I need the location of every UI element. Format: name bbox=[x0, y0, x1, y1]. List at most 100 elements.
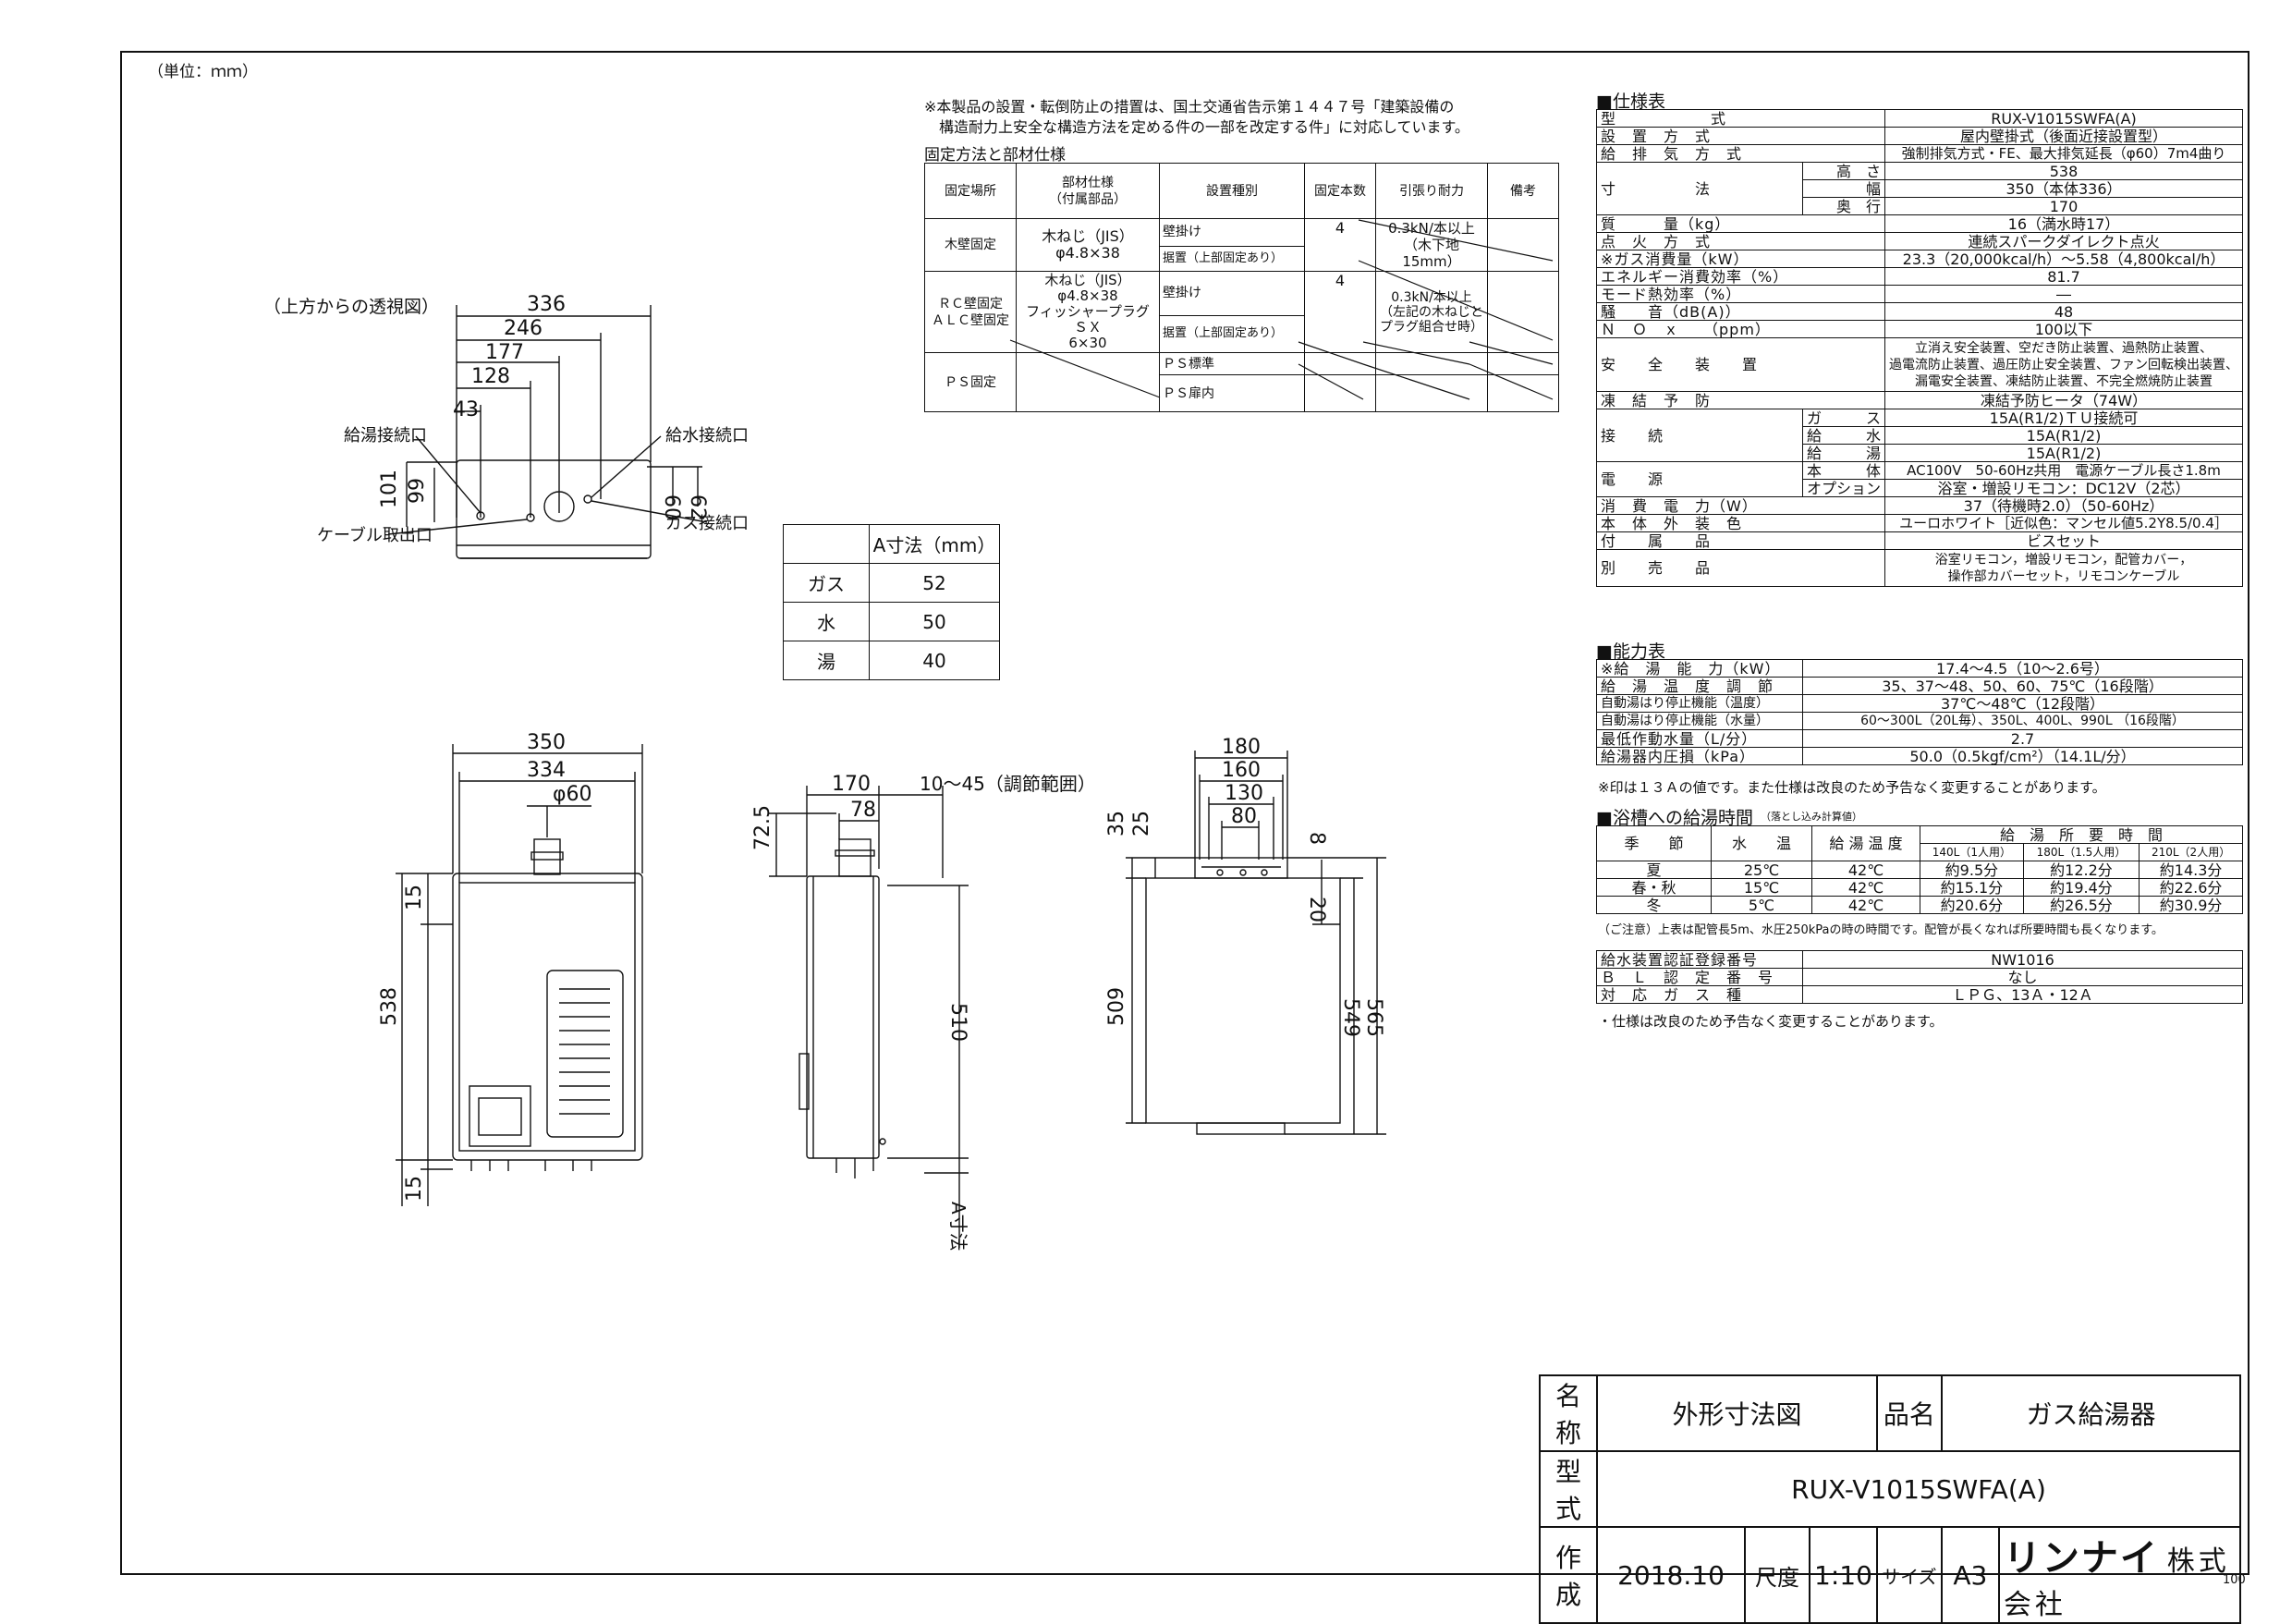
spec-exterior: ユーロホワイト［近似色：マンセル値5.2Y8.5/0.4］ bbox=[1884, 514, 2243, 532]
cap-label-2: 自動湯はり停止機能（温度） bbox=[1596, 694, 1803, 713]
cap-label-0: ※給 湯 能 力（kW） bbox=[1596, 659, 1803, 678]
spec-safety: 立消え安全装置、空だき防止装置、過熱防止装置、 過電流防止装置、過圧防止安全装置… bbox=[1884, 337, 2243, 392]
top-dim-101: 101 bbox=[378, 470, 401, 508]
maker-logo: リンナイ bbox=[2003, 1537, 2159, 1580]
fix-h-note: 備考 bbox=[1487, 163, 1559, 219]
bath-r1-season: 春・秋 bbox=[1596, 878, 1712, 897]
spec-mode-eff-label: モード熱効率（%） bbox=[1595, 285, 1886, 303]
spec-height: 538 bbox=[1884, 162, 2243, 180]
bath-r1-hot: 42℃ bbox=[1811, 878, 1920, 897]
fixing-table: 固定場所 部材仕様 （付属部品） 設置種別 固定本数 引張り耐力 備考 木壁固定… bbox=[924, 163, 1559, 412]
spec-nox: 100以下 bbox=[1884, 320, 2243, 338]
side-dim-170: 170 bbox=[832, 773, 871, 796]
top-dim-128: 128 bbox=[471, 365, 510, 388]
spec-exhaust-label: 給 排 気 方 式 bbox=[1595, 144, 1886, 163]
bath-sh-210: 210L（2人用） bbox=[2139, 843, 2243, 861]
spec-energy-eff: 81.7 bbox=[1884, 267, 2243, 286]
cap-label-1: 給 湯 温 度 調 節 bbox=[1596, 677, 1803, 695]
cap-value-5: 50.0（0.5kgf/cm²）（14.1L/分） bbox=[1802, 747, 2243, 765]
cap-value-4: 2.7 bbox=[1802, 729, 2243, 748]
notice-line2: 構造耐力上安全な構造方法を定める件の一部を改定する件」に対応しています。 bbox=[939, 118, 1469, 136]
fix-wood-place: 木壁固定 bbox=[924, 218, 1017, 272]
label-gas-inlet: ガス接続口 bbox=[665, 514, 749, 533]
spec-title: ■仕様表 bbox=[1596, 92, 1665, 112]
back-dim-180: 180 bbox=[1222, 736, 1261, 759]
fix-rc-count: 4 bbox=[1304, 271, 1376, 353]
bath-r2-season: 冬 bbox=[1596, 896, 1712, 914]
top-dim-99: 99 bbox=[406, 478, 429, 504]
bath-r0-t140: 約9.5分 bbox=[1920, 861, 2024, 879]
bath-sh-140: 140L（1人用） bbox=[1920, 843, 2024, 861]
top-dim-43: 43 bbox=[453, 398, 479, 421]
tb-product-label: 品名 bbox=[1875, 1374, 1943, 1452]
bath-r1-water: 15℃ bbox=[1711, 878, 1812, 897]
spec-consumption-label: 消 費 電 力（W） bbox=[1595, 496, 1886, 515]
cert-note: ・仕様は改良のため予告なく変更することがあります。 bbox=[1598, 1013, 1944, 1030]
side-view bbox=[769, 786, 969, 1248]
fix-h-place: 固定場所 bbox=[924, 163, 1017, 219]
bath-h-time: 給 湯 所 要 時 間 bbox=[1920, 825, 2243, 844]
tb-made: 2018.10 bbox=[1596, 1526, 1746, 1624]
adim-gas-label: ガス bbox=[783, 563, 870, 603]
tb-scale-label: 尺度 bbox=[1744, 1526, 1810, 1624]
adim-hot-label: 湯 bbox=[783, 641, 870, 680]
tb-maker: リンナイ 株式会社 bbox=[1997, 1526, 2242, 1624]
spec-exterior-label: 本 体 外 装 色 bbox=[1595, 514, 1886, 532]
spec-sold-sep-label: 別 売 品 bbox=[1595, 549, 1886, 587]
adim-hot-value: 40 bbox=[869, 641, 1000, 680]
fix-wood-note bbox=[1487, 218, 1559, 272]
fixing-title: 固定方法と部材仕様 bbox=[924, 146, 1066, 165]
maker-suffix: 株式会社 bbox=[2003, 1545, 2230, 1621]
spec-accessory-label: 付 属 品 bbox=[1595, 531, 1886, 550]
cert-label-1: Ｂ Ｌ 認 定 番 号 bbox=[1596, 968, 1803, 986]
fix-h-part: 部材仕様 （付属部品） bbox=[1016, 163, 1160, 219]
spec-exhaust: 強制排気方式・FE、最大排気延長（φ60）7m4曲り bbox=[1884, 144, 2243, 163]
top-dim-177: 177 bbox=[485, 341, 524, 364]
fix-h-type: 設置種別 bbox=[1159, 163, 1305, 219]
fix-ps-note2 bbox=[1487, 374, 1559, 412]
drawing-frame bbox=[120, 51, 2249, 1575]
bath-r2-t210: 約30.9分 bbox=[2139, 896, 2243, 914]
back-dim-8: 8 bbox=[1305, 832, 1328, 845]
side-dim-72-5: 72.5 bbox=[751, 805, 774, 850]
fix-ps-type2: ＰＳ扉内 bbox=[1159, 374, 1305, 412]
top-dim-62: 62 bbox=[686, 495, 709, 520]
tb-name-label: 名称 bbox=[1539, 1374, 1598, 1452]
spec-noise: 48 bbox=[1884, 302, 2243, 321]
label-water-inlet: 給水接続口 bbox=[665, 426, 749, 446]
spec-noise-label: 騒 音（dB(A)） bbox=[1595, 302, 1886, 321]
spec-install: 屋内壁掛式（後面近接設置型） bbox=[1884, 127, 2243, 145]
spec-conn-gas: 15A(R1/2)ＴＵ接続可 bbox=[1884, 409, 2243, 427]
bath-h-hot: 給 湯 温 度 bbox=[1811, 825, 1920, 861]
back-view bbox=[1126, 751, 1386, 1135]
fix-ps-count2 bbox=[1304, 374, 1376, 412]
bath-sh-180: 180L（1.5人用） bbox=[2022, 843, 2140, 861]
spec-mode-eff: ― bbox=[1884, 285, 2243, 303]
cert-label-0: 給水装置認証登録番号 bbox=[1596, 950, 1803, 969]
spec-gas-cons: 23.3（20,000kcal/h）～5.58（4,800kcal/h） bbox=[1884, 250, 2243, 268]
bath-r2-hot: 42℃ bbox=[1811, 896, 1920, 914]
spec-accessory: ビスセット bbox=[1884, 531, 2243, 550]
front-dim-538: 538 bbox=[378, 987, 401, 1026]
tb-model-label: 型式 bbox=[1539, 1450, 1598, 1528]
back-dim-160: 160 bbox=[1222, 759, 1261, 782]
cap-label-5: 給湯器内圧損（kPa） bbox=[1596, 747, 1803, 765]
bath-title: ■浴槽への給湯時間 bbox=[1596, 808, 1753, 828]
spec-freeze: 凍結予防ヒータ（74W） bbox=[1884, 391, 2243, 409]
front-dim-334: 334 bbox=[527, 759, 566, 782]
back-dim-549: 549 bbox=[1339, 998, 1362, 1037]
side-dim-78: 78 bbox=[850, 799, 876, 822]
side-dim-a: A寸法 bbox=[947, 1202, 969, 1252]
bath-r2-water: 5℃ bbox=[1711, 896, 1812, 914]
fix-rc-part: 木ねじ（JIS） φ4.8×38 フィッシャープラグＳＸ 6×30 bbox=[1016, 271, 1160, 353]
unit-note: （単位：ｍｍ） bbox=[148, 63, 258, 81]
spec-mass-label: 質 量（kg） bbox=[1595, 214, 1886, 233]
fix-rc-place: ＲＣ壁固定 ＡＬＣ壁固定 bbox=[924, 271, 1017, 353]
capacity-note: ※印は１３Ａの値です。また仕様は改良のため予告なく変更することがあります。 bbox=[1598, 779, 2106, 796]
spec-install-label: 設 置 方 式 bbox=[1595, 127, 1886, 145]
fix-ps-strength2 bbox=[1375, 374, 1488, 412]
bath-r2-t180: 約26.5分 bbox=[2022, 896, 2140, 914]
